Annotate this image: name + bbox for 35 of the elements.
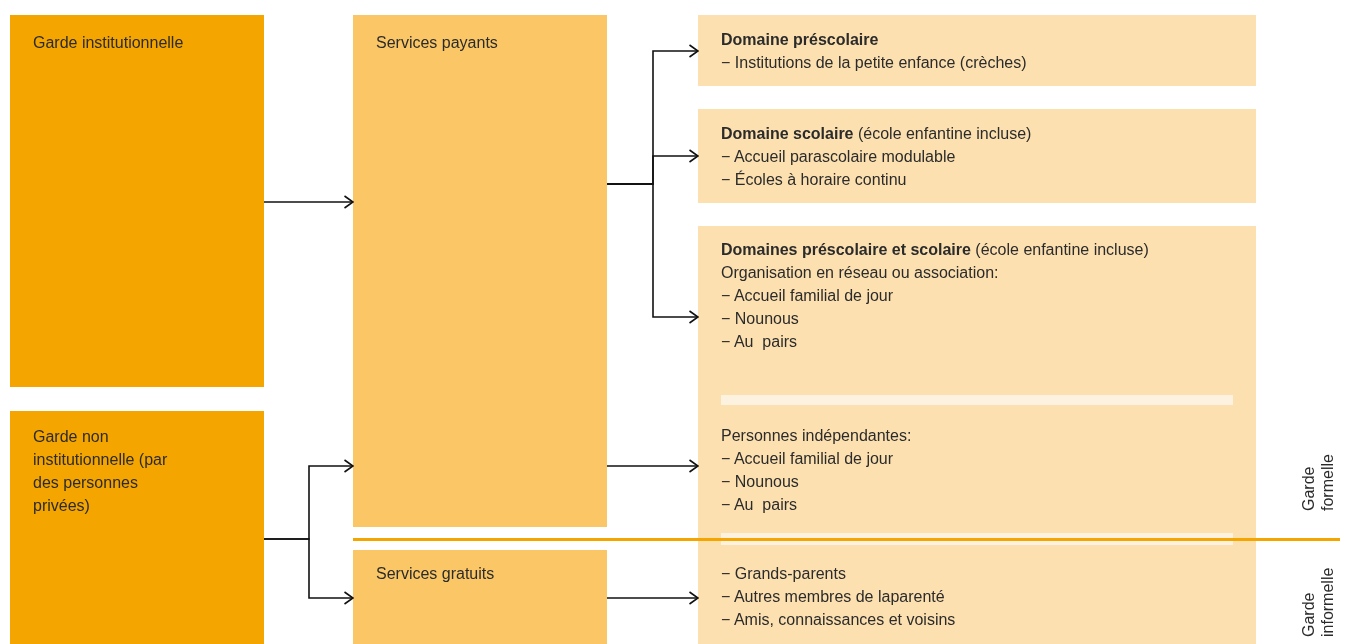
node-text: − Accueil familial de jour <box>721 286 895 306</box>
node-text: − Institutions de la petite enfance (crèches) <box>721 53 1028 73</box>
panel-box <box>698 226 1256 644</box>
node-text: − Grands-parents <box>721 564 847 584</box>
node-text: − Accueil familial de jour <box>721 449 895 469</box>
node-text: Personnes indépendantes: <box>721 426 913 446</box>
node-text: − Autres membres de laparenté <box>721 587 946 607</box>
node-text: Domaines préscolaire et scolaire (école enfantine incluse) <box>721 240 1150 260</box>
node-text: − Au pairs <box>721 332 799 352</box>
node-text: − Accueil parascolaire modulable <box>721 147 957 167</box>
arrow <box>263 538 354 605</box>
node-text: Domaine scolaire (école enfantine incluse) <box>721 124 1033 144</box>
category-box <box>10 15 264 387</box>
node-text: Domaine préscolaire <box>721 30 880 50</box>
arrow <box>606 459 699 473</box>
node-text: − Nounous <box>721 472 800 492</box>
node-text: Services payants <box>376 33 499 53</box>
category-box <box>353 550 607 644</box>
category-box <box>10 411 264 644</box>
arrow <box>606 591 699 605</box>
node-text: − Nounous <box>721 309 800 329</box>
category-box <box>698 109 1256 203</box>
node-text: Garde non institutionnelle (par des personnes privées) <box>33 427 169 516</box>
category-box <box>353 15 607 527</box>
side-label: Garde informelle <box>1299 566 1337 637</box>
side-label: Garde formelle <box>1299 453 1337 511</box>
node-text: − Au pairs <box>721 495 799 515</box>
node-text: Garde institutionnelle <box>33 33 185 53</box>
arrow <box>263 195 354 209</box>
node-text: − Écoles à horaire continu <box>721 169 908 190</box>
node-text: − Amis, connaissances et voisins <box>721 610 957 630</box>
arrow <box>606 183 699 324</box>
category-box <box>698 15 1256 86</box>
node-text: Organisation en réseau ou association: <box>721 263 1000 283</box>
node-text: Services gratuits <box>376 564 496 584</box>
